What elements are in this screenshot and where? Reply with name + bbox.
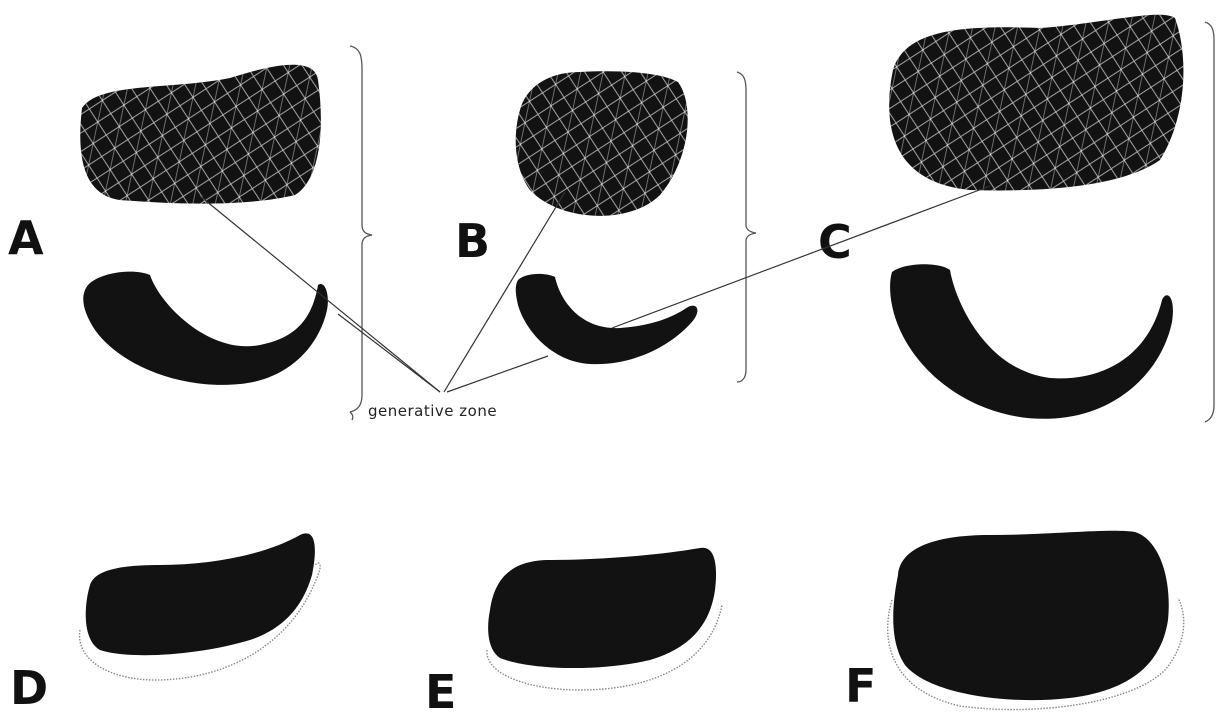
- panel-a-label: A: [8, 211, 44, 265]
- panel-c-label: C: [818, 215, 852, 269]
- panel-b: B: [455, 60, 756, 382]
- panel-d-shape: [86, 533, 315, 655]
- panel-c-crescent: [890, 264, 1173, 419]
- panel-c-mesh-pattern: [880, 5, 1195, 200]
- panel-b-bracket: [737, 72, 756, 382]
- panel-b-mesh-pattern: [505, 60, 705, 230]
- panel-a: A: [8, 46, 372, 412]
- panel-a-mesh-pattern: [70, 55, 330, 210]
- generative-zone-label: generative zone: [368, 402, 497, 420]
- panel-d: D: [10, 533, 320, 715]
- panel-f: F: [845, 531, 1184, 713]
- panel-c: C: [818, 5, 1214, 422]
- panel-f-shape: [893, 531, 1169, 700]
- panel-b-crescent: [516, 274, 698, 364]
- panel-e-label: E: [425, 665, 456, 716]
- annotation-bracket-tail: [350, 412, 353, 420]
- panel-e: E: [425, 548, 722, 716]
- panel-a-crescent: [83, 272, 328, 385]
- panel-b-label: B: [455, 214, 490, 268]
- panel-a-bracket: [350, 46, 372, 412]
- panel-d-label: D: [10, 661, 48, 715]
- panel-c-bracket: [1205, 22, 1214, 422]
- leader-from-a-crescent: [338, 314, 440, 392]
- panel-f-label: F: [845, 659, 876, 713]
- panel-e-shape: [488, 548, 716, 668]
